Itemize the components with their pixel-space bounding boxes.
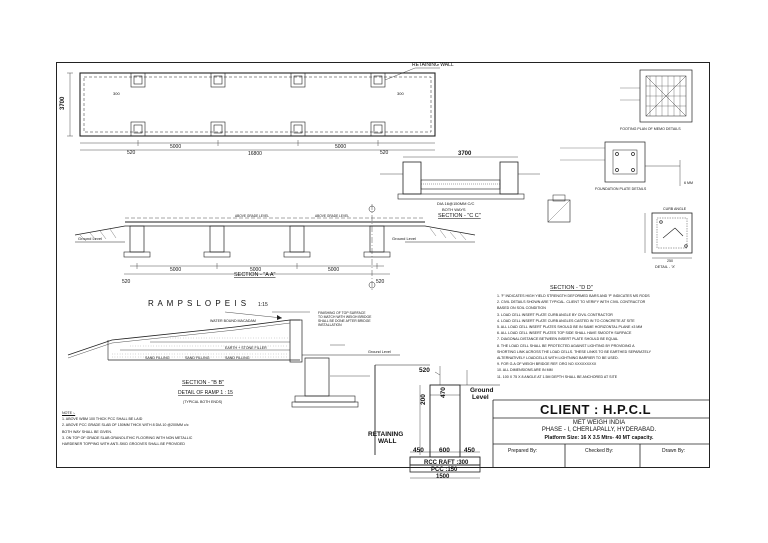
wall-rcc-raft: RCC RAFT :300: [424, 460, 469, 466]
note-line: 6. ALL LOAD CELL INSERT PLATES TOP SIDE …: [497, 331, 632, 336]
wall-ground-label: Ground: [470, 387, 493, 394]
note-line: BOTH WAY SHALL BE GIVEN.: [62, 429, 112, 434]
wall-dim-600: 600: [439, 447, 450, 454]
section-aa-above-grade: ABOVE GRADE LEVEL: [235, 214, 269, 218]
foundation-plate-drawing: [560, 141, 681, 186]
notes-left: NOTE :- 1. ABOVE WBM 100 THICK PCC SHALL…: [62, 410, 312, 447]
detail-x-dim-250: 250: [667, 259, 673, 263]
ramp-earth: EARTH + STONE FILLER: [225, 346, 267, 350]
section-aa-span2: 5000: [250, 267, 261, 273]
note-line: BASED ON SOIL CONDITION: [497, 306, 546, 311]
notes-heading: NOTE :-: [62, 411, 76, 415]
plan-view: [67, 67, 440, 151]
wall-dim-470: 470: [440, 387, 447, 398]
section-bb-typical: (TYPICAL BOTH ENDS): [183, 400, 222, 404]
note-line: 11. 100 X 75 X 8 ANGLE AT 1.5M DEPTH SHA…: [497, 374, 618, 379]
client-title: CLIENT : H.P.C.L: [540, 402, 652, 417]
wall-pcc: PCC :150: [431, 467, 458, 473]
section-bb-drawing: [67, 311, 400, 363]
drawing-sheet-border: [56, 62, 710, 468]
note-line: 3. LOAD CELL INSERT PLATE CURB ANGLE BY …: [497, 312, 613, 317]
plan-retaining-wall-label: RETAINING WALL: [412, 62, 454, 68]
section-aa-title: SECTION - "A A": [234, 272, 276, 278]
ramp-finishing-1: FINISHING OF TOP SURFACE: [318, 311, 366, 315]
foundation-dim-6mm: 6 MM: [684, 181, 693, 185]
wall-dim-450a: 450: [413, 447, 424, 454]
plan-right-end-dim: 520: [380, 150, 389, 156]
section-cc-rebar-note2: BOTH WAYS: [442, 207, 466, 212]
note-line: 8. THE LOAD CELL SHALL BE PROTECTED AGAI…: [497, 343, 635, 348]
note-line: 2. CIVIL DETAILS SHOWN ARE TYPICAL. CLIE…: [497, 300, 646, 305]
note-line: 3. ON TOP OF GRADE SLAB GRANOLITHIC FLOO…: [62, 435, 193, 440]
plan-inner-left-dim: 300: [113, 91, 120, 96]
note-line: 2. ABOVE PCC GRADE SLAB OF 150MM THICK W…: [62, 423, 189, 428]
ramp-finishing-3: SHALL BE DONE AFTER BRIDGE: [318, 319, 371, 323]
ramp-ground-level: Ground Level: [368, 350, 391, 354]
foundation-details-caption: FOUNDATION PLATE DETAILS: [595, 187, 647, 191]
plan-left-end-dim: 520: [127, 150, 136, 156]
checked-by-label: Checked By:: [585, 448, 614, 454]
platform-size: Platform Size: 16 X 3.5 Mtrs- 40 MT capa…: [544, 435, 654, 441]
ramp-finishing-2: TO MATCH WITH WEIGH BRIDGE: [318, 315, 372, 319]
note-line: 5. ALL LOAD CELL INSERT PLATES SHOULD BE…: [497, 325, 643, 330]
section-aa-above-grade2: ABOVE GRADE LEVEL: [315, 214, 349, 218]
plan-span1-dim: 5000: [170, 144, 181, 150]
foundation-section-drawing: [547, 194, 571, 223]
ramp-sand2: SAND FILLING: [185, 356, 210, 360]
note-line: HARDENER TOPPING WITH ANTI-SKID GROOVES …: [62, 442, 185, 447]
note-line: 1. 'F' INDICATES HIGH YIELD STRENGTH DEF…: [497, 294, 650, 298]
footing-plan-drawing: [620, 69, 693, 123]
section-aa-end-right: 520: [376, 279, 385, 285]
section-aa-ground-left: Ground Level: [78, 236, 102, 241]
detail-x-caption: DETAIL - 'X': [655, 265, 676, 269]
section-aa-drawing: [74, 204, 476, 290]
note-line: 10. ALL DIMENSIONS ARE IN MM: [497, 368, 553, 373]
ramp-sand3: SAND FILLING: [225, 356, 250, 360]
note-line: ALTERNATIVELY LOADCELLS WITH LIGHTNING B…: [497, 356, 619, 361]
plan-total-dim: 16800: [248, 151, 262, 157]
note-line: SHORTING LINK ACROSS THE LOAD CELLS. THE…: [497, 349, 651, 354]
section-aa-ground-right: Ground Level: [392, 236, 416, 241]
company-address: PHASE - I, CHERLAPALLY, HYDERABAD.: [541, 427, 657, 433]
ramp-slope-ratio: 1:15: [258, 302, 268, 308]
wall-retaining-label2: WALL: [378, 438, 396, 445]
wall-ground-label2: Level: [472, 394, 489, 401]
section-bb-title: SECTION - "B B": [182, 380, 224, 386]
note-line: 7. DIAGONAL DISTANCE BETWEEN INSERT PLAT…: [497, 337, 619, 342]
note-line: 1. ABOVE WBM 100 THICK PCC SHALL BE LAID: [62, 417, 143, 422]
detail-x-curb-angle: CURB ANGLE: [663, 207, 687, 211]
footing-plan-caption: FOOTING PLAN OF MEMO DETAILS: [620, 127, 681, 131]
general-notes-right: 1. 'F' INDICATES HIGH YIELD STRENGTH DEF…: [497, 293, 707, 380]
section-aa-end-left: 520: [122, 279, 131, 285]
plan-span2-dim: 5000: [335, 144, 346, 150]
wall-dim-200: 200: [420, 394, 427, 405]
ramp-macadam-label: WATER BOUND MACADAM: [210, 319, 256, 323]
plan-inner-right-dim: 300: [397, 91, 404, 96]
wall-total: 1500: [436, 474, 450, 480]
section-bb-subtitle: DETAIL OF RAMP 1 : 15: [178, 390, 233, 396]
plan-width-dim: 3700: [60, 96, 66, 110]
title-block-grid: [492, 399, 710, 468]
section-aa-span1: 5000: [170, 267, 181, 273]
note-line: 4. LOAD CELL INSERT PLATE CURB ANGLES CA…: [497, 318, 635, 323]
section-cc-rebar-note: DIA 16@150MM C/C: [437, 201, 475, 206]
company-name: MET WEIGH INDIA: [572, 420, 626, 426]
retaining-wall-detail-drawing: [291, 357, 500, 479]
prepared-by-label: Prepared By:: [508, 448, 538, 454]
section-aa-span3: 5000: [328, 267, 339, 273]
ramp-slope-text: R A M P S L O P E I S: [148, 299, 247, 308]
section-cc-width-dim: 3700: [458, 151, 472, 157]
drawn-by-label: Drawn By:: [662, 448, 686, 454]
wall-dim-520: 520: [419, 367, 430, 374]
ramp-sand1: SAND FILLING: [145, 356, 170, 360]
note-line: 9. FOR G.A OF WEIGH BRIDGE REF. DRG NO X…: [497, 362, 597, 367]
detail-x-drawing: [644, 212, 693, 259]
ramp-finishing-4: INSTALLATION: [318, 323, 342, 327]
section-cc-title: SECTION - "C C": [438, 213, 481, 219]
wall-retaining-label: RETAINING: [368, 431, 403, 438]
wall-dim-450b: 450: [464, 447, 475, 454]
section-cc-drawing: [380, 156, 540, 200]
section-dd-title: SECTION - "D D": [550, 285, 593, 291]
